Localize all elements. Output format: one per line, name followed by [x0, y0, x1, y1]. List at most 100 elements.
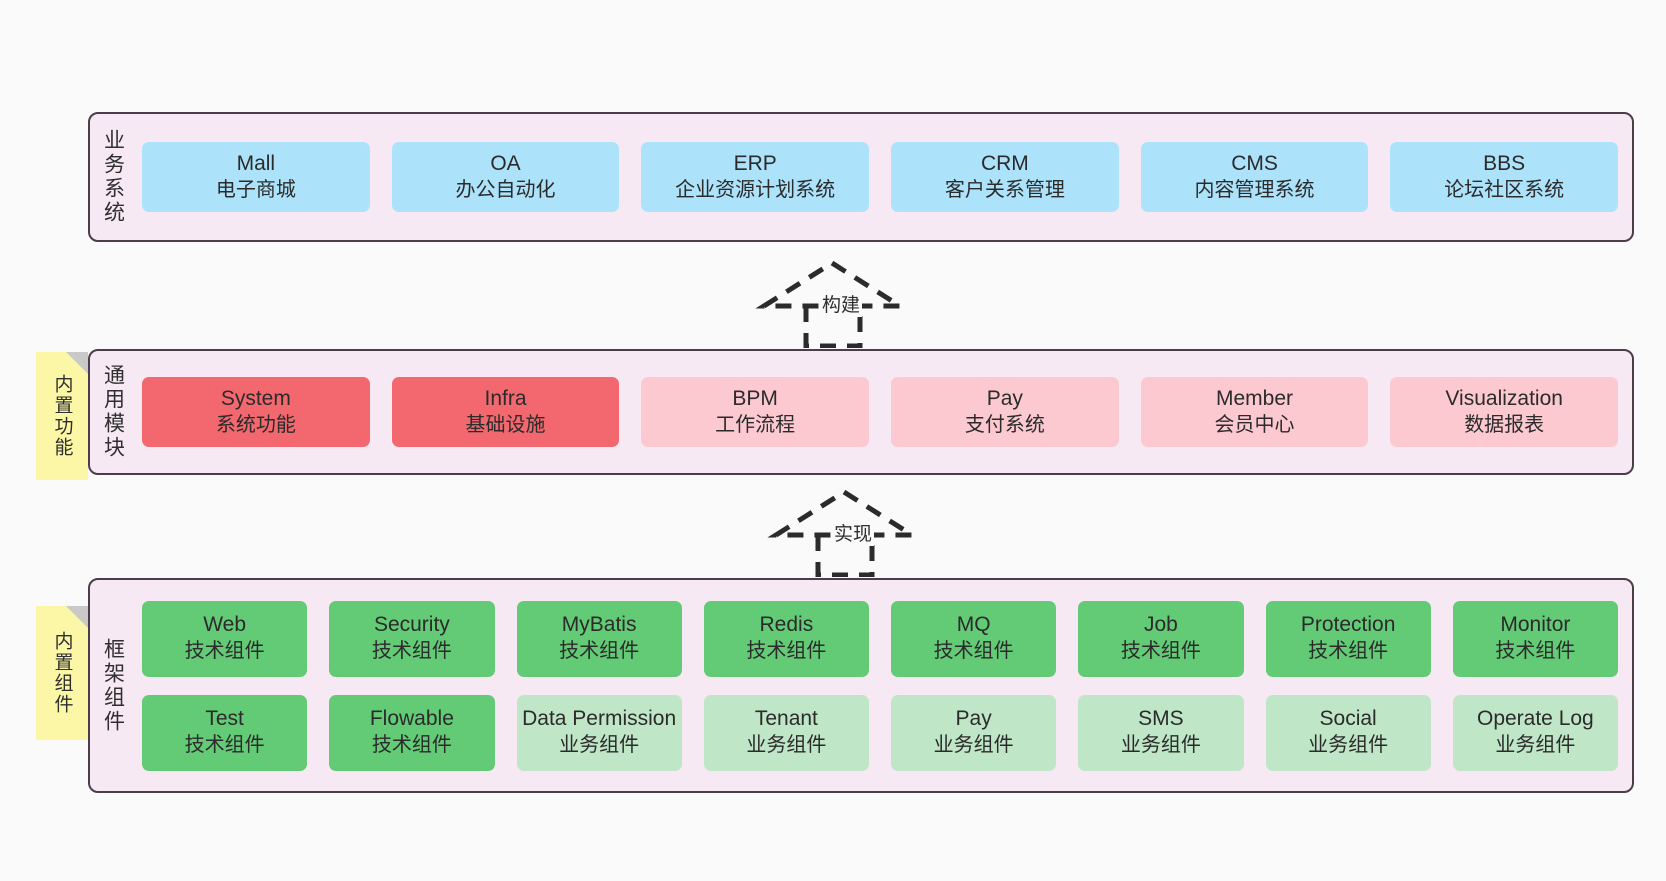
card-monitor[interactable]: Monitor 技术组件	[1452, 600, 1618, 677]
card-row: Test 技术组件 Flowable 技术组件 Data Permission …	[142, 694, 1618, 771]
card-flowable[interactable]: Flowable 技术组件	[329, 694, 495, 771]
card-pay-module[interactable]: Pay 支付系统	[891, 377, 1119, 447]
card-mybatis[interactable]: MyBatis 技术组件	[516, 600, 682, 677]
layer-business-systems: 业务系统 Mall 电子商城 OA 办公自动化 ERP 企业资源计划系统 CRM…	[88, 112, 1634, 242]
card-title: Social	[1319, 707, 1377, 731]
card-title: BPM	[732, 386, 778, 410]
card-title: CRM	[980, 151, 1029, 175]
card-oa[interactable]: OA 办公自动化	[391, 142, 620, 212]
arrow-build-label: 构建	[820, 290, 863, 317]
card-subtitle: 技术组件	[746, 640, 827, 663]
card-subtitle: 电子商城	[215, 178, 296, 201]
card-title: CMS	[1231, 151, 1278, 175]
layer-framework-components-body: Web 技术组件 Security 技术组件 MyBatis 技术组件 Redi…	[136, 580, 1632, 791]
card-crm[interactable]: CRM 客户关系管理	[891, 142, 1119, 212]
card-subtitle: 客户关系管理	[944, 178, 1065, 201]
card-subtitle: 企业资源计划系统	[675, 178, 836, 201]
card-subtitle: 技术组件	[933, 640, 1014, 663]
card-redis[interactable]: Redis 技术组件	[703, 600, 869, 677]
card-sms[interactable]: SMS 业务组件	[1078, 694, 1244, 771]
card-subtitle: 业务组件	[1495, 734, 1576, 757]
card-title: SMS	[1138, 707, 1184, 731]
card-mall[interactable]: Mall 电子商城	[142, 142, 370, 212]
layer-framework-components-title: 框架组件	[101, 637, 125, 734]
card-member[interactable]: Member 会员中心	[1140, 377, 1369, 447]
card-title: ERP	[733, 151, 777, 175]
card-subtitle: 技术组件	[184, 734, 265, 757]
layer-common-modules: 通用模块 System 系统功能 Infra 基础设施 BPM 工作流程 Pay…	[88, 349, 1634, 475]
card-bbs[interactable]: BBS 论坛社区系统	[1390, 142, 1619, 212]
card-subtitle: 系统功能	[215, 413, 296, 436]
card-title: Pay	[986, 386, 1023, 410]
card-security[interactable]: Security 技术组件	[329, 600, 495, 677]
card-title: Operate Log	[1476, 707, 1594, 731]
card-row: System 系统功能 Infra 基础设施 BPM 工作流程 Pay 支付系统…	[142, 377, 1619, 447]
sticky-note-builtin-components: 内置组件	[36, 606, 88, 740]
sticky-note-label: 内置组件	[51, 631, 73, 715]
card-title: MyBatis	[561, 613, 637, 637]
card-infra[interactable]: Infra 基础设施	[391, 377, 620, 447]
card-title: System	[220, 386, 291, 410]
card-data-permission[interactable]: Data Permission 业务组件	[516, 694, 682, 771]
card-title: Member	[1216, 386, 1294, 410]
sticky-fold-icon	[66, 606, 88, 628]
card-title: Flowable	[369, 707, 454, 731]
card-title: Protection	[1300, 613, 1396, 637]
card-subtitle: 技术组件	[1120, 640, 1201, 663]
card-pay-component[interactable]: Pay 业务组件	[891, 694, 1057, 771]
card-subtitle: 业务组件	[1120, 734, 1201, 757]
arrow-implement-label: 实现	[832, 519, 875, 546]
card-row: Mall 电子商城 OA 办公自动化 ERP 企业资源计划系统 CRM 客户关系…	[142, 142, 1619, 212]
card-title: Test	[205, 707, 244, 731]
card-cms[interactable]: CMS 内容管理系统	[1140, 142, 1369, 212]
card-tenant[interactable]: Tenant 业务组件	[703, 694, 869, 771]
card-title: OA	[490, 151, 521, 175]
arrow-build: 构建	[752, 258, 912, 349]
layer-business-systems-body: Mall 电子商城 OA 办公自动化 ERP 企业资源计划系统 CRM 客户关系…	[136, 114, 1632, 240]
card-job[interactable]: Job 技术组件	[1078, 600, 1244, 677]
card-test[interactable]: Test 技术组件	[142, 694, 308, 771]
layer-common-modules-body: System 系统功能 Infra 基础设施 BPM 工作流程 Pay 支付系统…	[136, 351, 1632, 473]
arrow-implement: 实现	[764, 487, 924, 578]
card-visualization[interactable]: Visualization 数据报表	[1390, 377, 1619, 447]
card-subtitle: 业务组件	[933, 734, 1014, 757]
card-subtitle: 办公自动化	[455, 178, 556, 201]
layer-common-modules-title: 通用模块	[101, 364, 125, 460]
card-row: Web 技术组件 Security 技术组件 MyBatis 技术组件 Redi…	[142, 600, 1618, 677]
card-subtitle: 工作流程	[715, 413, 796, 436]
card-subtitle: 内容管理系统	[1194, 178, 1315, 201]
card-title: Monitor	[1500, 613, 1571, 637]
card-subtitle: 业务组件	[746, 734, 827, 757]
card-subtitle: 技术组件	[1495, 640, 1576, 663]
card-title: BBS	[1483, 151, 1526, 175]
card-subtitle: 基础设施	[465, 413, 546, 436]
card-protection[interactable]: Protection 技术组件	[1265, 600, 1431, 677]
card-operate-log[interactable]: Operate Log 业务组件	[1452, 694, 1618, 771]
card-system[interactable]: System 系统功能	[142, 377, 370, 447]
card-subtitle: 数据报表	[1464, 413, 1545, 436]
card-title: Security	[373, 613, 450, 637]
card-social[interactable]: Social 业务组件	[1265, 694, 1431, 771]
card-web[interactable]: Web 技术组件	[142, 600, 308, 677]
card-subtitle: 技术组件	[371, 734, 452, 757]
card-bpm[interactable]: BPM 工作流程	[641, 377, 870, 447]
card-subtitle: 会员中心	[1214, 413, 1295, 436]
card-subtitle: 技术组件	[559, 640, 640, 663]
sticky-fold-icon	[66, 352, 88, 374]
card-title: Job	[1143, 613, 1178, 637]
card-title: Web	[203, 613, 247, 637]
card-title: Visualization	[1445, 386, 1563, 410]
card-erp[interactable]: ERP 企业资源计划系统	[641, 142, 870, 212]
card-mq[interactable]: MQ 技术组件	[891, 600, 1057, 677]
card-title: MQ	[956, 613, 991, 637]
card-title: Tenant	[754, 707, 818, 731]
card-subtitle: 技术组件	[184, 640, 265, 663]
layer-business-systems-title: 业务系统	[101, 129, 125, 225]
card-title: Data Permission	[522, 707, 677, 731]
sticky-note-builtin-features: 内置功能	[36, 352, 88, 480]
layer-framework-components: 框架组件 Web 技术组件 Security 技术组件 MyBatis 技术组件…	[88, 578, 1634, 793]
card-subtitle: 支付系统	[964, 413, 1045, 436]
card-title: Infra	[484, 386, 527, 410]
card-title: Pay	[955, 707, 992, 731]
